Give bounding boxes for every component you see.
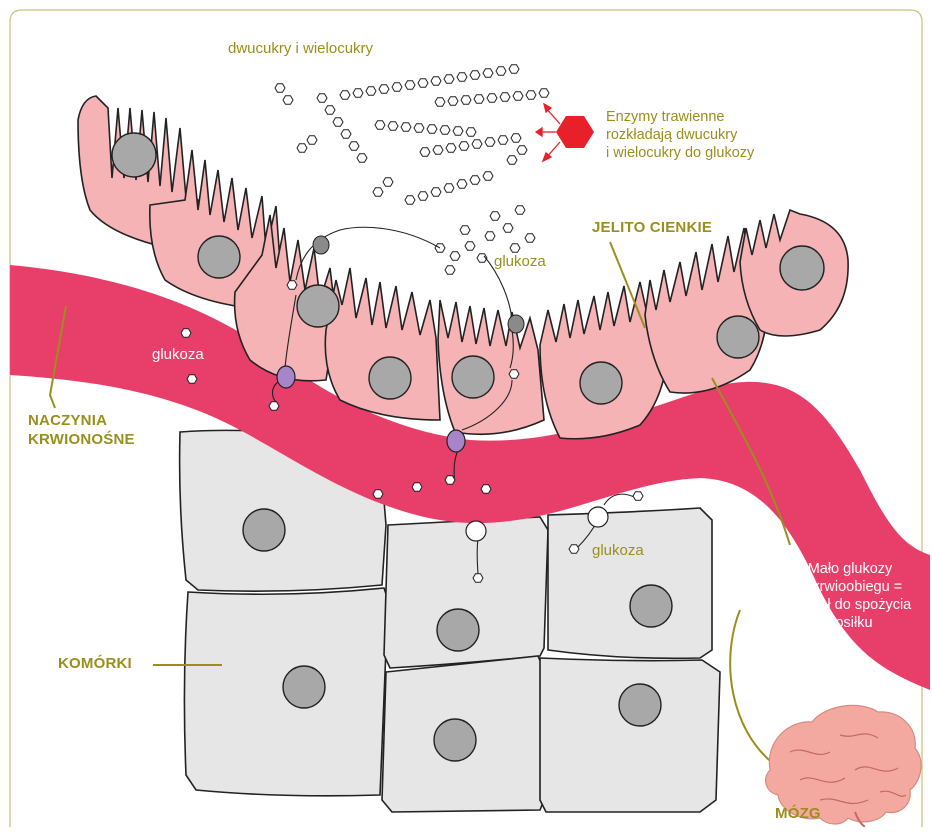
nucleus <box>369 357 411 399</box>
transporter-grey <box>313 236 329 254</box>
body-cell <box>548 508 712 658</box>
label-enzymes: Enzymy trawienne rozkładają dwucukry i w… <box>606 108 754 162</box>
sugar-chains <box>275 65 549 205</box>
body-cell <box>540 658 720 812</box>
nucleus <box>243 509 285 551</box>
label-blood-vessels-line1: NACZYNIA <box>28 411 135 430</box>
label-brain: MÓZG <box>775 805 821 822</box>
nucleus <box>437 609 479 651</box>
label-signal-line4: posiłku <box>775 614 925 632</box>
label-signal-line1: Mało glukozy <box>775 560 925 578</box>
label-small-intestine: JELITO CIENKIE <box>592 219 712 236</box>
nucleus <box>619 684 661 726</box>
label-glucose-intestine: glukoza <box>494 253 546 270</box>
nucleus <box>112 133 156 177</box>
nucleus <box>198 236 240 278</box>
nucleus <box>297 285 339 327</box>
label-glucose-blood: glukoza <box>152 346 204 363</box>
enzyme <box>536 104 594 161</box>
transporter-channel <box>447 430 465 452</box>
transporter-channel <box>277 366 295 388</box>
label-enzymes-line1: Enzymy trawienne <box>606 108 754 126</box>
nucleus <box>434 719 476 761</box>
transporter-grey <box>508 315 524 333</box>
label-enzymes-line3: i wielocukry do glukozy <box>606 144 754 162</box>
label-blood-vessels: NACZYNIA KRWIONOŚNE <box>28 411 135 449</box>
nucleus <box>780 246 824 290</box>
nucleus <box>630 585 672 627</box>
label-signal: Mało glukozy w krwioobiegu = sygnał do s… <box>775 560 925 632</box>
transporter-white <box>588 507 608 527</box>
label-cells: KOMÓRKI <box>58 655 132 672</box>
label-enzymes-line2: rozkładają dwucukry <box>606 126 754 144</box>
enzyme-hexagon <box>556 116 594 148</box>
nucleus <box>580 362 622 404</box>
nucleus <box>452 356 494 398</box>
nucleus <box>283 666 325 708</box>
label-glucose-cells: glukoza <box>592 542 644 559</box>
label-blood-vessels-line2: KRWIONOŚNE <box>28 430 135 449</box>
leader-brain <box>730 610 775 765</box>
nucleus <box>717 316 759 358</box>
label-signal-line2: w krwioobiegu = <box>775 578 925 596</box>
label-disaccharides: dwucukry i wielocukry <box>228 40 373 57</box>
transporter-white <box>466 521 486 541</box>
label-signal-line3: sygnał do spożycia <box>775 596 925 614</box>
